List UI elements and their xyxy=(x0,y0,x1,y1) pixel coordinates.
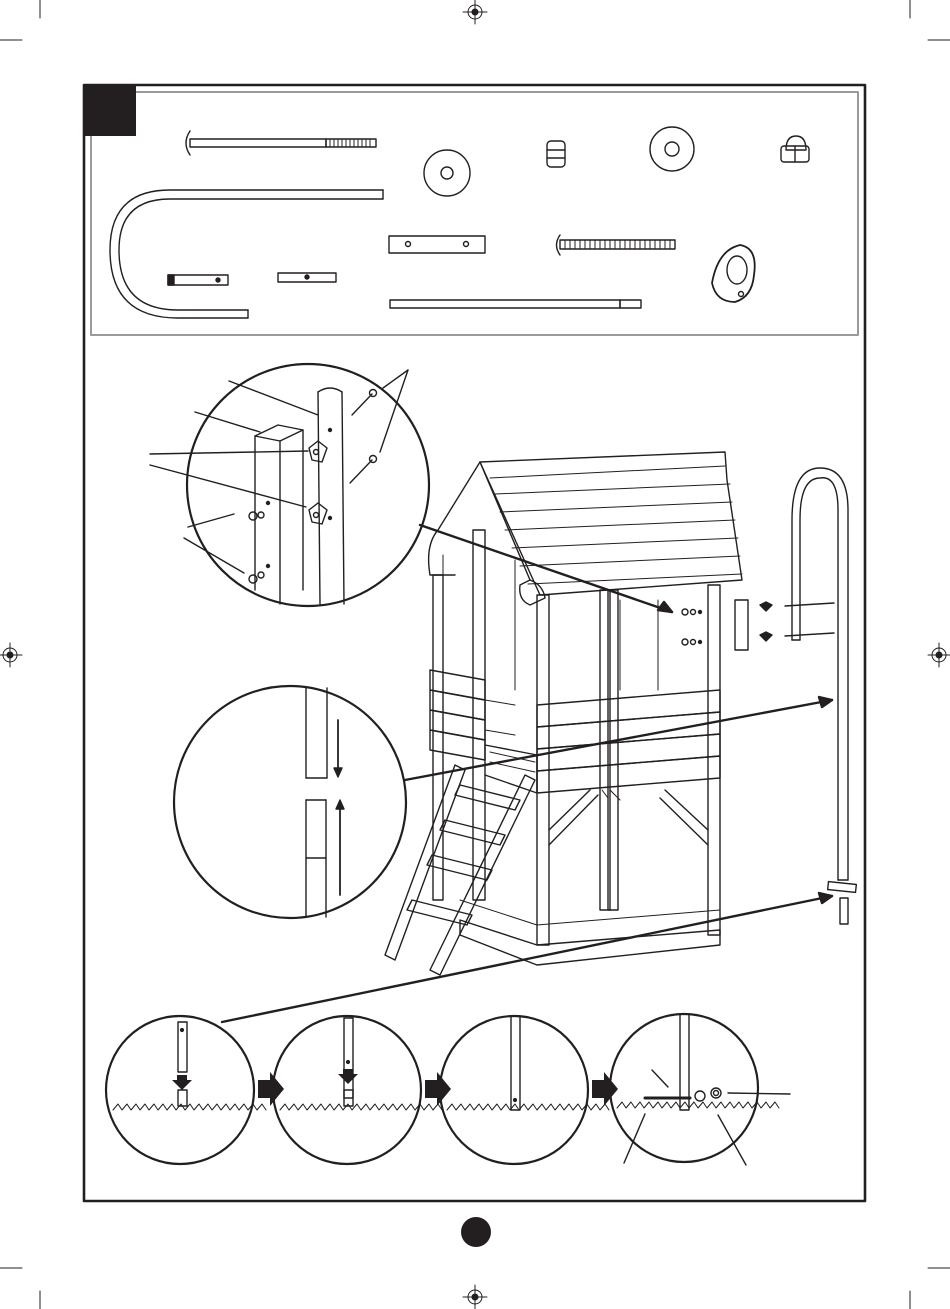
registration-mark-icon xyxy=(0,643,22,667)
ground-step-2 xyxy=(273,1016,442,1164)
part-large-washer xyxy=(650,127,694,171)
part-small-bracket-a xyxy=(168,275,228,285)
ground-step-3 xyxy=(440,1016,609,1164)
part-flat-washer xyxy=(424,150,470,196)
registration-mark-icon xyxy=(463,1285,487,1309)
pole-joining-detail xyxy=(174,686,406,918)
part-climbing-hold xyxy=(712,245,755,302)
part-hex-nut xyxy=(547,141,565,167)
part-hex-bolt xyxy=(557,235,676,255)
arrow-right-icon xyxy=(592,1072,618,1106)
arrow-down-icon xyxy=(172,1075,192,1090)
ground-step-4 xyxy=(610,1014,790,1165)
arrow-right-icon xyxy=(425,1072,451,1106)
part-curved-pole xyxy=(110,190,383,318)
part-carriage-bolt-long xyxy=(186,131,376,155)
arrow-right-icon xyxy=(258,1072,284,1106)
part-cap-nut xyxy=(781,136,809,162)
part-small-bracket-b xyxy=(278,273,336,282)
arrow-down-icon xyxy=(338,1069,358,1084)
page-number xyxy=(461,1217,491,1247)
registration-mark-icon xyxy=(463,0,487,24)
registration-mark-icon xyxy=(928,643,950,667)
step-number xyxy=(84,85,136,136)
part-wood-block xyxy=(389,236,485,253)
post-bracket-detail xyxy=(150,364,429,606)
part-straight-pole xyxy=(390,300,641,308)
ground-step-1 xyxy=(106,1016,266,1164)
